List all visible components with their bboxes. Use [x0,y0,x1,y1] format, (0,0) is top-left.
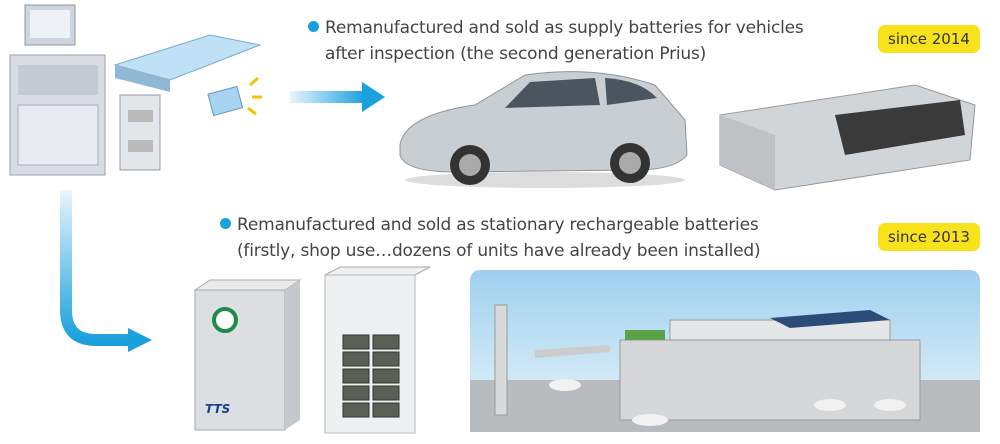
prius-car-image [399,71,688,188]
flow-arrows [60,82,385,352]
vehicle-description: Remanufactured and sold as supply batter… [308,15,804,67]
closed-cabinet: TTS [193,279,302,431]
since-2014-badge: since 2014 [878,25,980,53]
inspection-equipment-illustration [9,4,262,176]
dealership-scene-image [470,270,980,432]
vehicle-line-1: Remanufactured and sold as supply batter… [325,18,804,38]
battery-pack-image [719,84,976,191]
stationary-description: Remanufactured and sold as stationary re… [220,212,761,264]
svg-text:TTS: TTS [205,402,230,416]
stationary-line-2: (firstly, shop use…dozens of units have … [237,241,761,261]
since-2013-badge: since 2013 [878,223,980,251]
open-cabinet [324,266,431,434]
bullet-icon [220,218,231,229]
bullet-icon [308,21,319,32]
arrow-down-right [60,190,152,352]
arrow-right [290,82,385,112]
stationary-battery-cabinets: TTS [193,266,431,434]
stationary-line-1: Remanufactured and sold as stationary re… [237,215,759,235]
vehicle-line-2: after inspection (the second generation … [325,44,707,64]
